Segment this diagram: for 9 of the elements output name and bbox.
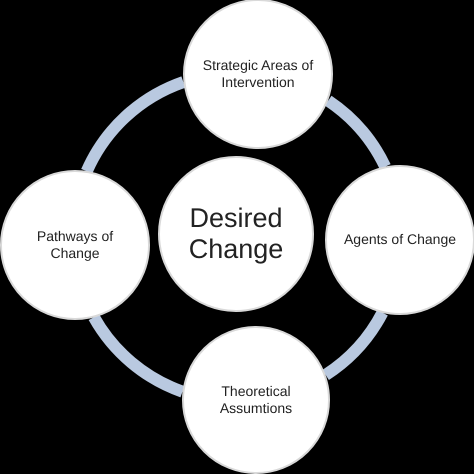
node-label: Agents of Change bbox=[342, 231, 458, 249]
ring-connector bbox=[88, 314, 185, 398]
node-label: Theoretical Assumtions bbox=[218, 382, 294, 418]
ring-connector bbox=[81, 76, 186, 174]
node-label: Strategic Areas of Intervention bbox=[202, 56, 314, 92]
node-label: Pathways of Change bbox=[36, 228, 114, 262]
ring-connector bbox=[322, 310, 388, 380]
ring-connector bbox=[324, 96, 390, 170]
node-label: Desired Change bbox=[188, 202, 284, 266]
